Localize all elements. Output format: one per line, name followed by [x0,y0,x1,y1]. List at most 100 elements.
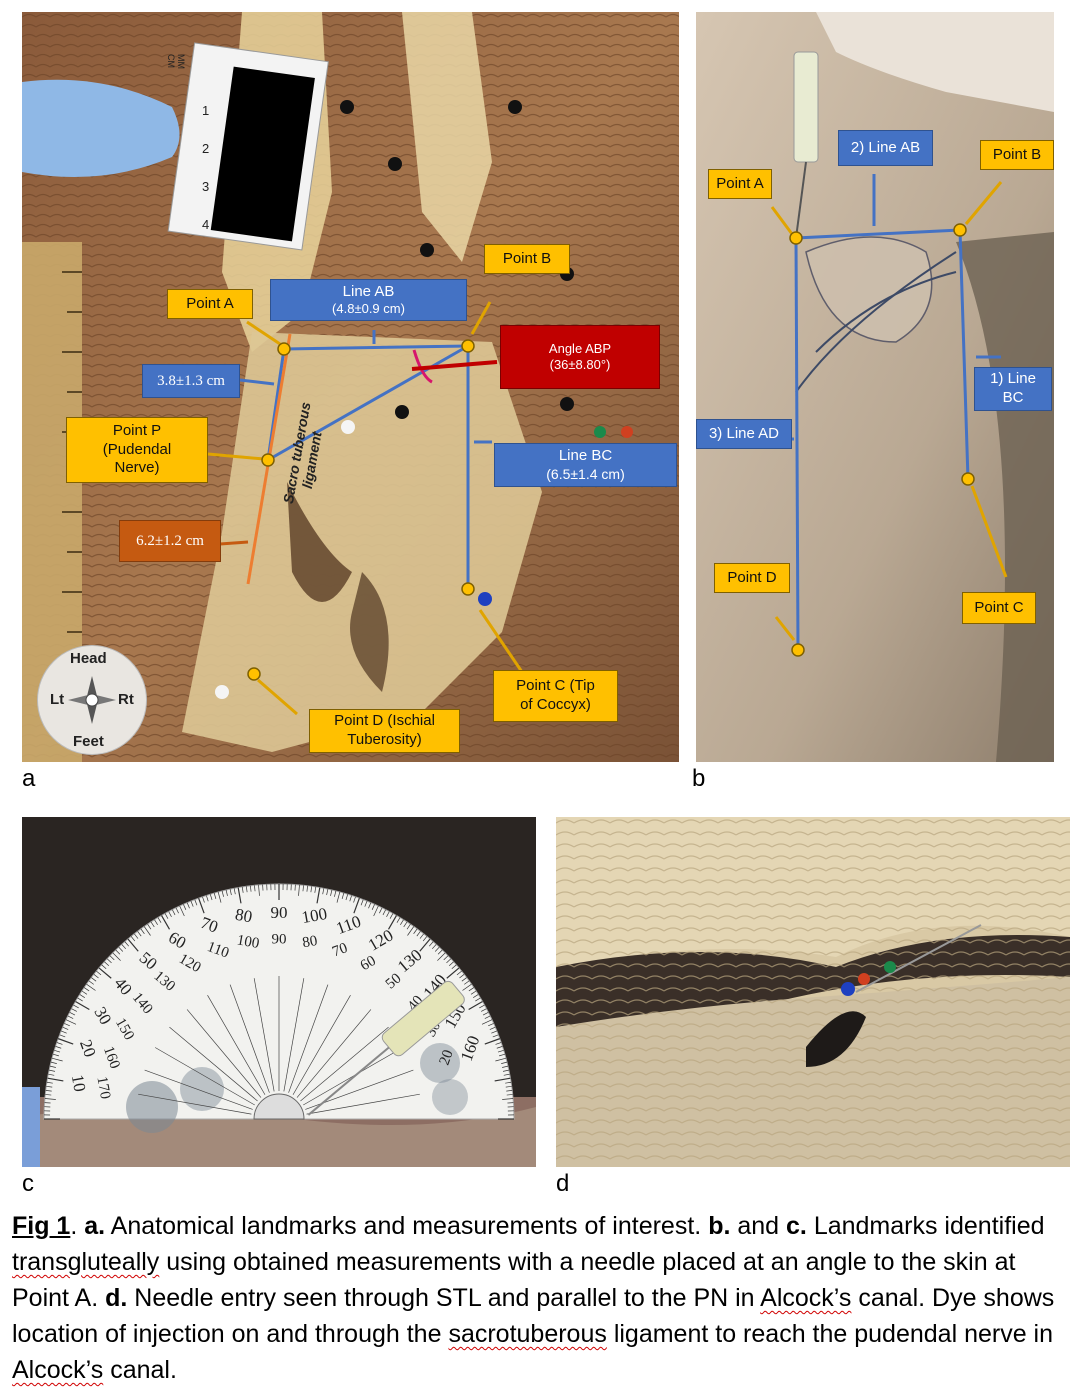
protractor-tick [482,1012,489,1016]
orientation-compass: Head Feet Lt Rt [37,645,147,755]
protractor-tick [451,964,457,970]
protractor-tick [104,961,110,967]
protractor-ray [169,1026,258,1102]
protractor-tick [106,958,112,964]
protractor-inner-label: 110 [205,939,231,962]
caption-figure-ref: Fig 1 [12,1212,71,1240]
line-ab [283,344,469,351]
caption-panel-c-ref: c. [786,1212,807,1240]
protractor-tick [400,919,404,925]
protractor-inner-label: 170 [93,1075,113,1100]
protractor-tick [437,949,443,955]
callout-point-d: Point D (Ischial Tuberosity) [309,709,460,753]
protractor-tick [109,955,115,961]
protractor-tick [492,1034,499,1038]
protractor-tick [134,933,139,939]
angle-arc [412,349,433,384]
protractor-tick [143,926,151,936]
protractor-tick [57,1038,74,1045]
protractor-tick [416,931,421,937]
protractor-tick [154,919,158,925]
protractor-tick [403,921,408,928]
caption-panel-d-ref: d. [105,1284,128,1312]
protractor-tick [91,977,97,982]
protractor-tick [206,895,209,902]
protractor-tick [353,897,360,914]
protractor-tick [213,893,217,899]
callout-point-c: Point C (Tip of Coccyx) [493,670,618,722]
protractor-inner-label: 80 [301,933,319,951]
protractor-tick [233,888,236,895]
protractor-tick [198,897,205,914]
protractor-ray [300,1026,389,1102]
protractor-tick [462,983,472,991]
protractor-tick [209,894,213,901]
protractor-tick [79,994,85,998]
protractor-tick [190,900,194,907]
caption-text: Alcock’s [760,1284,852,1312]
protractor-ray [154,1047,255,1106]
protractor-tick [160,915,171,930]
callout-dist-ap: 3.8±1.3 cm [142,364,240,398]
protractor-tick [225,889,228,896]
protractor-tick [46,1085,53,1088]
callout-point-a: Point A [167,289,253,319]
compass-feet: Feet [73,733,104,750]
protractor-ray [207,994,266,1095]
caption-text: Landmarks identified [806,1212,1045,1240]
line-bc [958,229,970,480]
caption-text: canal. Dye shows location of injection o… [12,1284,1055,1348]
landmark-dots [247,339,475,681]
protractor-tick [310,886,313,893]
protractor-tick [459,974,465,979]
protractor-tick [73,1004,79,1009]
protractor-tick [202,896,205,903]
protractor-tick [495,1057,507,1062]
protractor-tick [62,1026,69,1030]
protractor-tick [382,909,386,916]
protractor-tick [499,1053,505,1057]
protractor-tick [121,944,127,950]
protractor-ray [229,984,270,1093]
protractor-tick [93,974,99,979]
callout-point-p: Point P (Pudendal Nerve) [66,417,208,483]
protractor-tick [373,905,379,917]
needle [855,924,982,993]
protractor-tick [484,1015,491,1019]
protractor-ray [283,978,305,1092]
protractor-tick [387,915,398,930]
protractor-tick [48,1073,55,1076]
protractor-tick [502,1098,514,1100]
protractor-outer-label: 70 [198,913,220,937]
protractor-tick [322,888,325,895]
protractor-tick [298,884,300,896]
protractor-tick [314,886,317,893]
caption-text: sacrotuberous [448,1320,607,1348]
protractor-tick [164,913,169,919]
panel-d-label: d [556,1170,570,1197]
caption-text: using obtained measurements with a needl… [12,1248,1016,1312]
protractor-tick [49,1069,56,1072]
protractor-tick [44,1098,56,1100]
protractor-tick [481,1008,487,1012]
protractor-tick [258,884,260,896]
protractor-tick [221,890,224,897]
caption-text: Needle entry seen through STL and parall… [127,1284,761,1312]
protractor-ray [306,1093,420,1115]
protractor-tick [250,885,252,892]
pointer-arrows [207,301,524,716]
caption-text: . [70,1212,85,1240]
protractor-tick [237,887,242,904]
protractor-tick [419,938,431,952]
callout-line-ab: 2) Line AB [838,130,933,166]
protractor-outer-label: 90 [271,903,288,922]
protractor-inner-label: 100 [236,932,261,952]
protractor-tick [473,994,479,998]
callout-point-d: Point D [714,563,790,593]
compass-right: Rt [118,691,134,708]
protractor-tick [229,889,232,896]
protractor-tick [464,980,470,985]
compass-rose-icon [68,676,116,724]
protractor-tick [349,895,352,902]
